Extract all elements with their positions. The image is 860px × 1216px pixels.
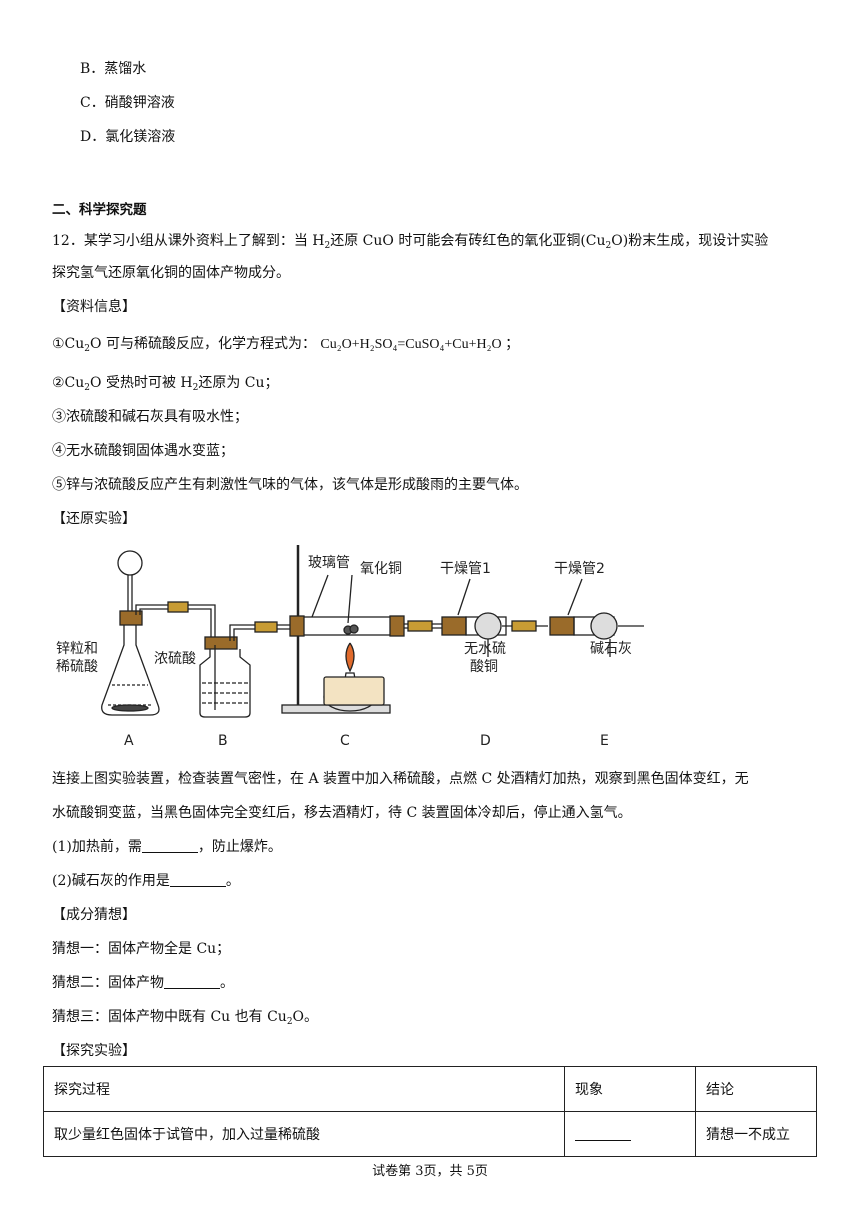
page-footer: 试卷第 3页，共 5页 [372, 1164, 488, 1179]
section-title: 二、科学探究题 [52, 202, 147, 218]
question-2: (2)碱石灰的作用是。 [52, 872, 240, 889]
header-process: 探究过程 [43, 1066, 565, 1112]
explore-header: 【探究实验】 [52, 1043, 136, 1059]
stopper-a [119, 610, 143, 626]
cell-process: 取少量红色固体于试管中，加入过量稀硫酸 [43, 1111, 565, 1157]
connector-bc [254, 621, 278, 633]
guess-2: 猜想二：固体产物。 [52, 974, 234, 991]
option-c: C．硝酸钾溶液 [80, 95, 175, 111]
label-anhydrous-1: 无水硫 [464, 641, 506, 657]
label-zinc-1: 锌粒和 [56, 641, 98, 657]
table-header-row: 探究过程 现象 结论 [43, 1066, 817, 1112]
letter-d: D [480, 733, 491, 749]
info-item-2: ②Cu2O 受热时可被 H2还原为 Cu； [52, 375, 279, 393]
header-phenomenon: 现象 [564, 1066, 696, 1112]
reduction-desc-1: 连接上图实验装置，检查装置气密性，在 A 装置中加入稀硫酸，点燃 C 处酒精灯加… [52, 771, 749, 787]
guess-3: 猜想三：固体产物中既有 Cu 也有 Cu2O。 [52, 1009, 319, 1027]
table-row: 取少量红色固体于试管中，加入过量稀硫酸 猜想一不成立 [43, 1111, 817, 1157]
drying-tube-2 [549, 616, 575, 636]
letter-e: E [600, 733, 609, 749]
bottle-b [199, 649, 251, 718]
guess-header: 【成分猜想】 [52, 907, 136, 923]
info-item-4: ④无水硫酸铜固体遇水变蓝； [52, 443, 234, 459]
question-intro-line2: 探究氢气还原氧化铜的固体产物成分。 [52, 265, 290, 281]
reduction-desc-2: 水硫酸铜变蓝，当黑色固体完全变红后，移去酒精灯，待 C 装置固体冷却后，停止通入… [52, 805, 632, 821]
apparatus-figure: 锌粒和 稀硫酸 浓硫酸 玻璃管 氧化铜 干燥管1 干燥管2 无水硫 酸铜 碱石灰… [56, 545, 644, 749]
option-d: D．氯化镁溶液 [80, 129, 176, 145]
letter-a: A [124, 733, 134, 749]
flask-a [101, 625, 160, 716]
guess-1: 猜想一：固体产物全是 Cu； [52, 941, 231, 957]
label-zinc-2: 稀硫酸 [56, 659, 98, 675]
funnel-bulb [117, 550, 143, 576]
question-intro-line1: 12．某学习小组从课外资料上了解到：当 H2还原 CuO 时可能会有砖红色的氧化… [52, 233, 769, 251]
label-drying-tube-1: 干燥管1 [440, 561, 491, 577]
answer-blank-1[interactable] [141, 838, 198, 853]
explore-table: 探究过程 现象 结论 取少量红色固体于试管中，加入过量稀硫酸 猜想一不成立 [43, 1066, 817, 1157]
connector-de [511, 620, 537, 632]
info-item-3: ③浓硫酸和碱石灰具有吸水性； [52, 409, 248, 425]
chemical-equation: Cu₂O+H₂SO₄=CuSO₄+Cu+H₂O ； [320, 337, 520, 352]
label-conc-acid: 浓硫酸 [154, 651, 196, 667]
drying-tube-1 [441, 616, 467, 636]
question-1: (1)加热前，需，防止爆炸。 [52, 838, 282, 855]
letter-b: B [218, 733, 228, 749]
cell-conclusion: 猜想一不成立 [695, 1111, 817, 1157]
label-anhydrous-2: 酸铜 [470, 659, 498, 675]
label-drying-tube-2: 干燥管2 [554, 561, 605, 577]
label-glass-tube: 玻璃管 [308, 554, 350, 571]
letter-c: C [340, 733, 350, 749]
info-item-5: ⑤锌与浓硫酸反应产生有刺激性气味的气体，该气体是形成酸雨的主要气体。 [52, 477, 528, 493]
connector-cd [407, 620, 433, 632]
label-soda-lime: 碱石灰 [590, 641, 632, 657]
answer-blank-2[interactable] [169, 872, 226, 887]
stopper-b [204, 636, 238, 650]
option-b: B．蒸馏水 [80, 61, 147, 77]
reduction-header: 【还原实验】 [52, 511, 136, 527]
answer-blank-4[interactable] [575, 1126, 631, 1141]
connector-ab [167, 601, 189, 613]
cell-phenomenon [564, 1111, 696, 1157]
info-item-1: ①Cu2O 可与稀硫酸反应，化学方程式为： Cu₂O+H₂SO₄=CuSO₄+C… [52, 336, 520, 354]
info-header: 【资料信息】 [52, 299, 136, 315]
label-cuo: 氧化铜 [360, 561, 402, 577]
answer-blank-3[interactable] [164, 974, 220, 989]
header-conclusion: 结论 [695, 1066, 817, 1112]
